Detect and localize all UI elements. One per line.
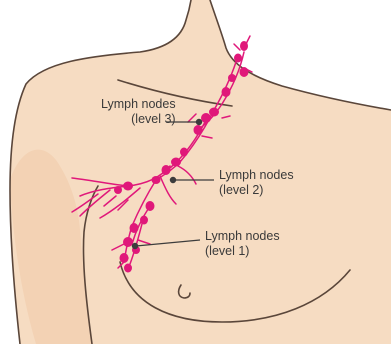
lymph-node bbox=[162, 165, 171, 175]
lymph-node bbox=[240, 67, 249, 77]
lymph-node bbox=[120, 253, 129, 263]
lymph-node bbox=[140, 216, 148, 225]
lymph-node bbox=[234, 54, 242, 63]
lymph-node bbox=[222, 87, 231, 97]
lymph-node bbox=[180, 148, 188, 157]
lymph-node bbox=[114, 186, 122, 194]
leader-dot-level-1 bbox=[132, 243, 137, 248]
lymph-node bbox=[228, 74, 236, 82]
lymph-node bbox=[146, 201, 155, 211]
label-level-2: Lymph nodes (level 2) bbox=[219, 168, 294, 198]
label-level-1: Lymph nodes (level 1) bbox=[205, 229, 280, 259]
lymph-node bbox=[194, 125, 203, 135]
label-level-2-line1: Lymph nodes bbox=[219, 168, 294, 183]
lymph-node bbox=[240, 41, 248, 51]
lymph-node bbox=[123, 237, 133, 247]
lymph-node bbox=[130, 223, 139, 233]
label-level-3: Lymph nodes (level 3) bbox=[101, 97, 176, 127]
label-level-2-line2: (level 2) bbox=[219, 183, 294, 198]
label-level-1-line2: (level 1) bbox=[205, 244, 280, 259]
lymph-node bbox=[209, 108, 219, 117]
label-level-3-line1: Lymph nodes bbox=[101, 97, 176, 112]
leader-dot-level-3 bbox=[196, 119, 201, 124]
lymph-node bbox=[123, 182, 133, 191]
label-level-3-line2: (level 3) bbox=[101, 112, 176, 127]
lymph-node bbox=[171, 158, 181, 167]
leader-dot-level-2 bbox=[170, 177, 175, 182]
lymph-node bbox=[201, 113, 211, 123]
lymph-node bbox=[152, 176, 161, 184]
lymph-node bbox=[124, 264, 132, 273]
label-level-1-line1: Lymph nodes bbox=[205, 229, 280, 244]
